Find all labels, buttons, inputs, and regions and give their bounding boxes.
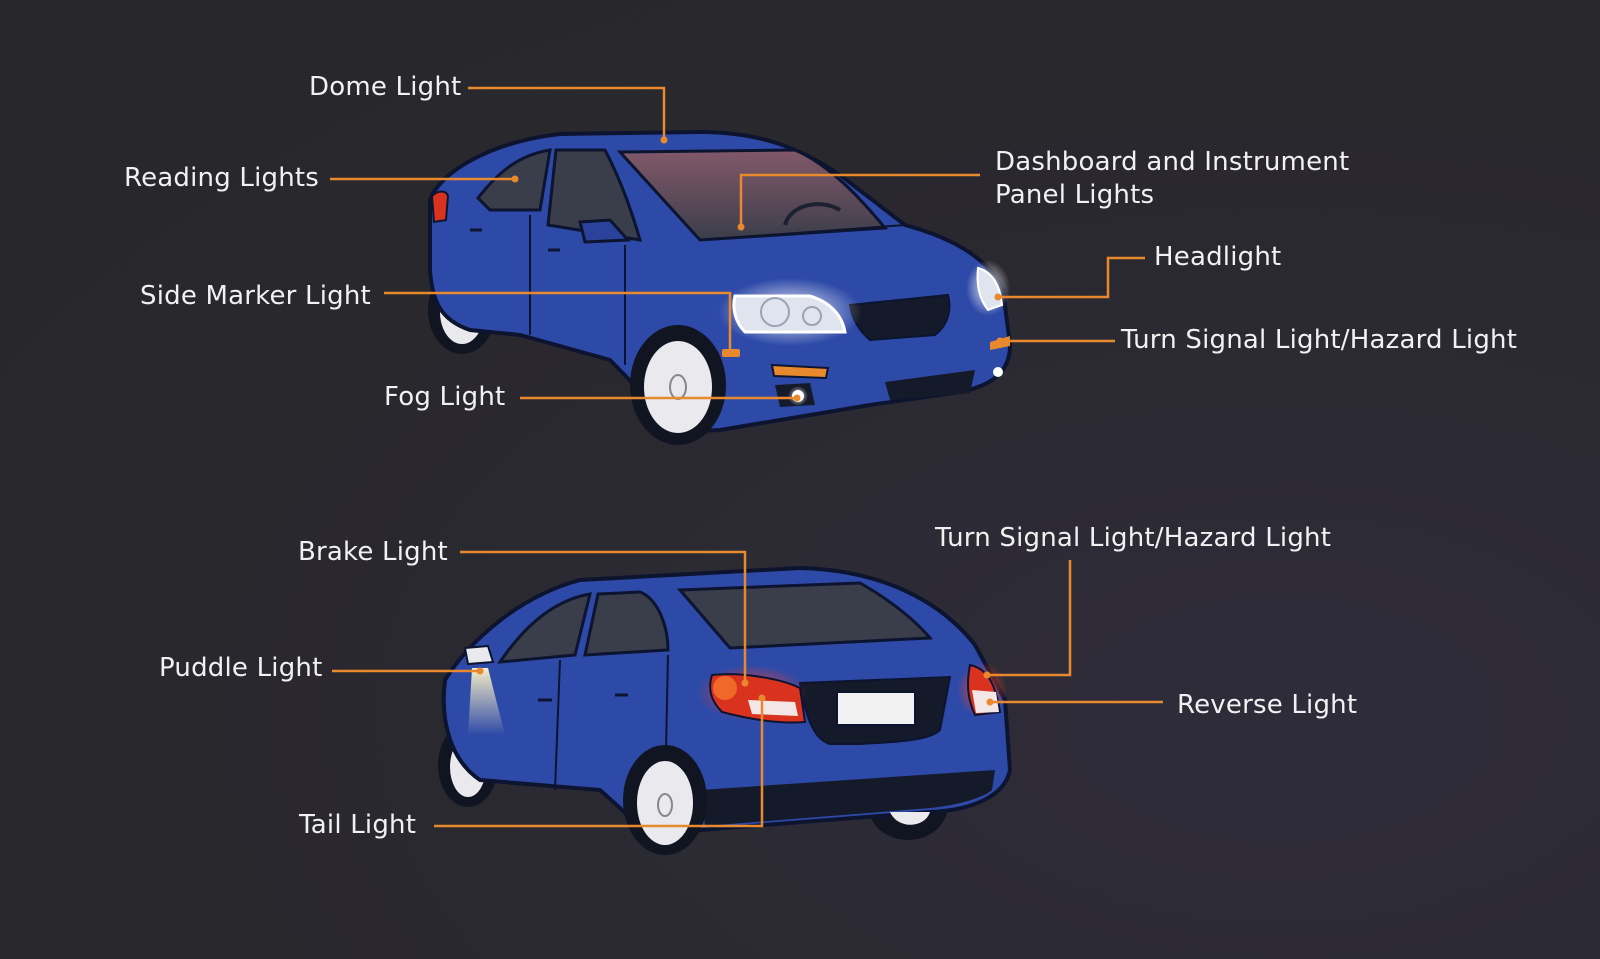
label-fog-light: Fog Light [384,382,506,412]
label-reverse-light: Reverse Light [1177,690,1358,720]
label-puddle-light: Puddle Light [159,653,323,683]
leader-brake [460,550,747,683]
puddle-light-beam [468,668,505,735]
label-dashboard-lights: Dashboard and Instrument Panel Lights [995,147,1350,210]
label-side-marker-light: Side Marker Light [140,281,371,311]
front-car [428,129,1013,445]
label-headlight: Headlight [1154,242,1282,272]
leader-dashboard [739,173,980,227]
leader-dome [468,86,666,140]
front-car-mirror [578,218,632,244]
license-plate [836,691,916,726]
leader-lines [330,86,1163,828]
leader-turn-signal-rear [987,560,1072,677]
rear-car [438,565,1013,855]
label-brake-light: Brake Light [298,537,448,567]
leader-tail [434,698,764,828]
front-car-windshield [616,148,889,242]
label-reading-lights: Reading Lights [124,163,320,193]
label-tail-light: Tail Light [299,810,417,840]
rear-car-mirror [463,644,495,666]
leader-side-marker [384,291,732,352]
rear-car-rear-window [676,581,934,650]
label-dome-light: Dome Light [309,72,462,102]
label-turn-signal-rear: Turn Signal Light/Hazard Light [935,523,1332,553]
leader-endpoints [476,136,1004,706]
label-turn-signal-front: Turn Signal Light/Hazard Light [1121,325,1518,355]
front-car-front-window [546,148,643,242]
leader-headlight [998,256,1145,299]
